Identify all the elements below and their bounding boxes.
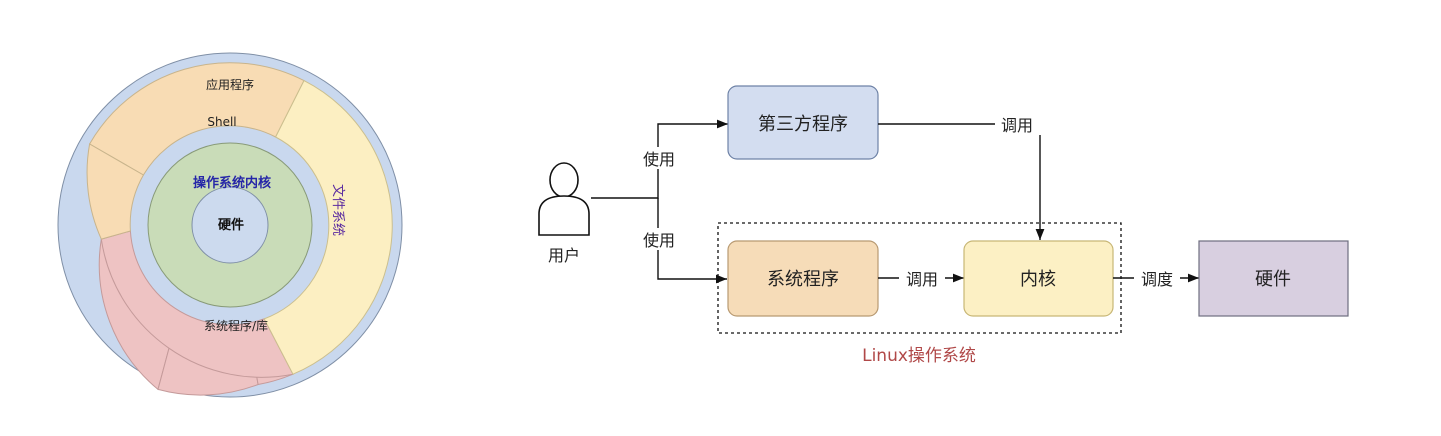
app-layer-label: 应用程序 — [206, 77, 254, 92]
shell-label: Shell — [207, 115, 236, 129]
shell-segment — [88, 62, 305, 176]
hardware-core-label: 硬件 — [218, 217, 244, 233]
third-party-program-label: 第三方程序 — [758, 114, 848, 135]
user-to-sys-program-arrow — [657, 198, 727, 284]
hardware-core — [191, 186, 269, 264]
sys-program-label: 系统程序 — [767, 269, 839, 290]
call-top-label: 调用 — [1001, 116, 1033, 135]
call-top-label-bg — [995, 113, 1041, 135]
hardware-box — [1198, 240, 1349, 317]
kernel-box-label: 内核 — [1020, 269, 1056, 290]
linux-os-caption: Linux操作系统 — [862, 346, 976, 366]
kernel-layer-label: 操作系统内核 — [193, 175, 271, 191]
hardware-box-label: 硬件 — [1255, 269, 1291, 290]
shell-segment-ext — [86, 143, 145, 240]
filesystem-segment — [263, 79, 393, 375]
layer-ring-diagram: 应用程序 Shell 操作系统内核 硬件 系统程序/库 文件系统 — [57, 52, 403, 398]
use-top-label-bg — [637, 147, 681, 169]
filesystem-label: 文件系统 — [330, 184, 345, 236]
third-party-program-box — [727, 85, 879, 160]
flow-diagram: 用户 使用 使用 第三方程序 调用 Linux操作系统 系统程序 调用 内核 调… — [538, 85, 1349, 366]
use-bottom-label-bg — [637, 228, 681, 250]
call-mid-label: 调用 — [906, 270, 938, 289]
schedule-label: 调度 — [1141, 270, 1173, 289]
use-top-label: 使用 — [643, 150, 675, 169]
use-bottom-label: 使用 — [643, 231, 675, 250]
user-actor-icon — [538, 162, 590, 236]
syslib-label: 系统程序/库 — [204, 318, 268, 333]
schedule-label-bg — [1134, 267, 1180, 289]
user-label: 用户 — [548, 246, 580, 265]
call-mid-label-bg — [899, 267, 945, 289]
